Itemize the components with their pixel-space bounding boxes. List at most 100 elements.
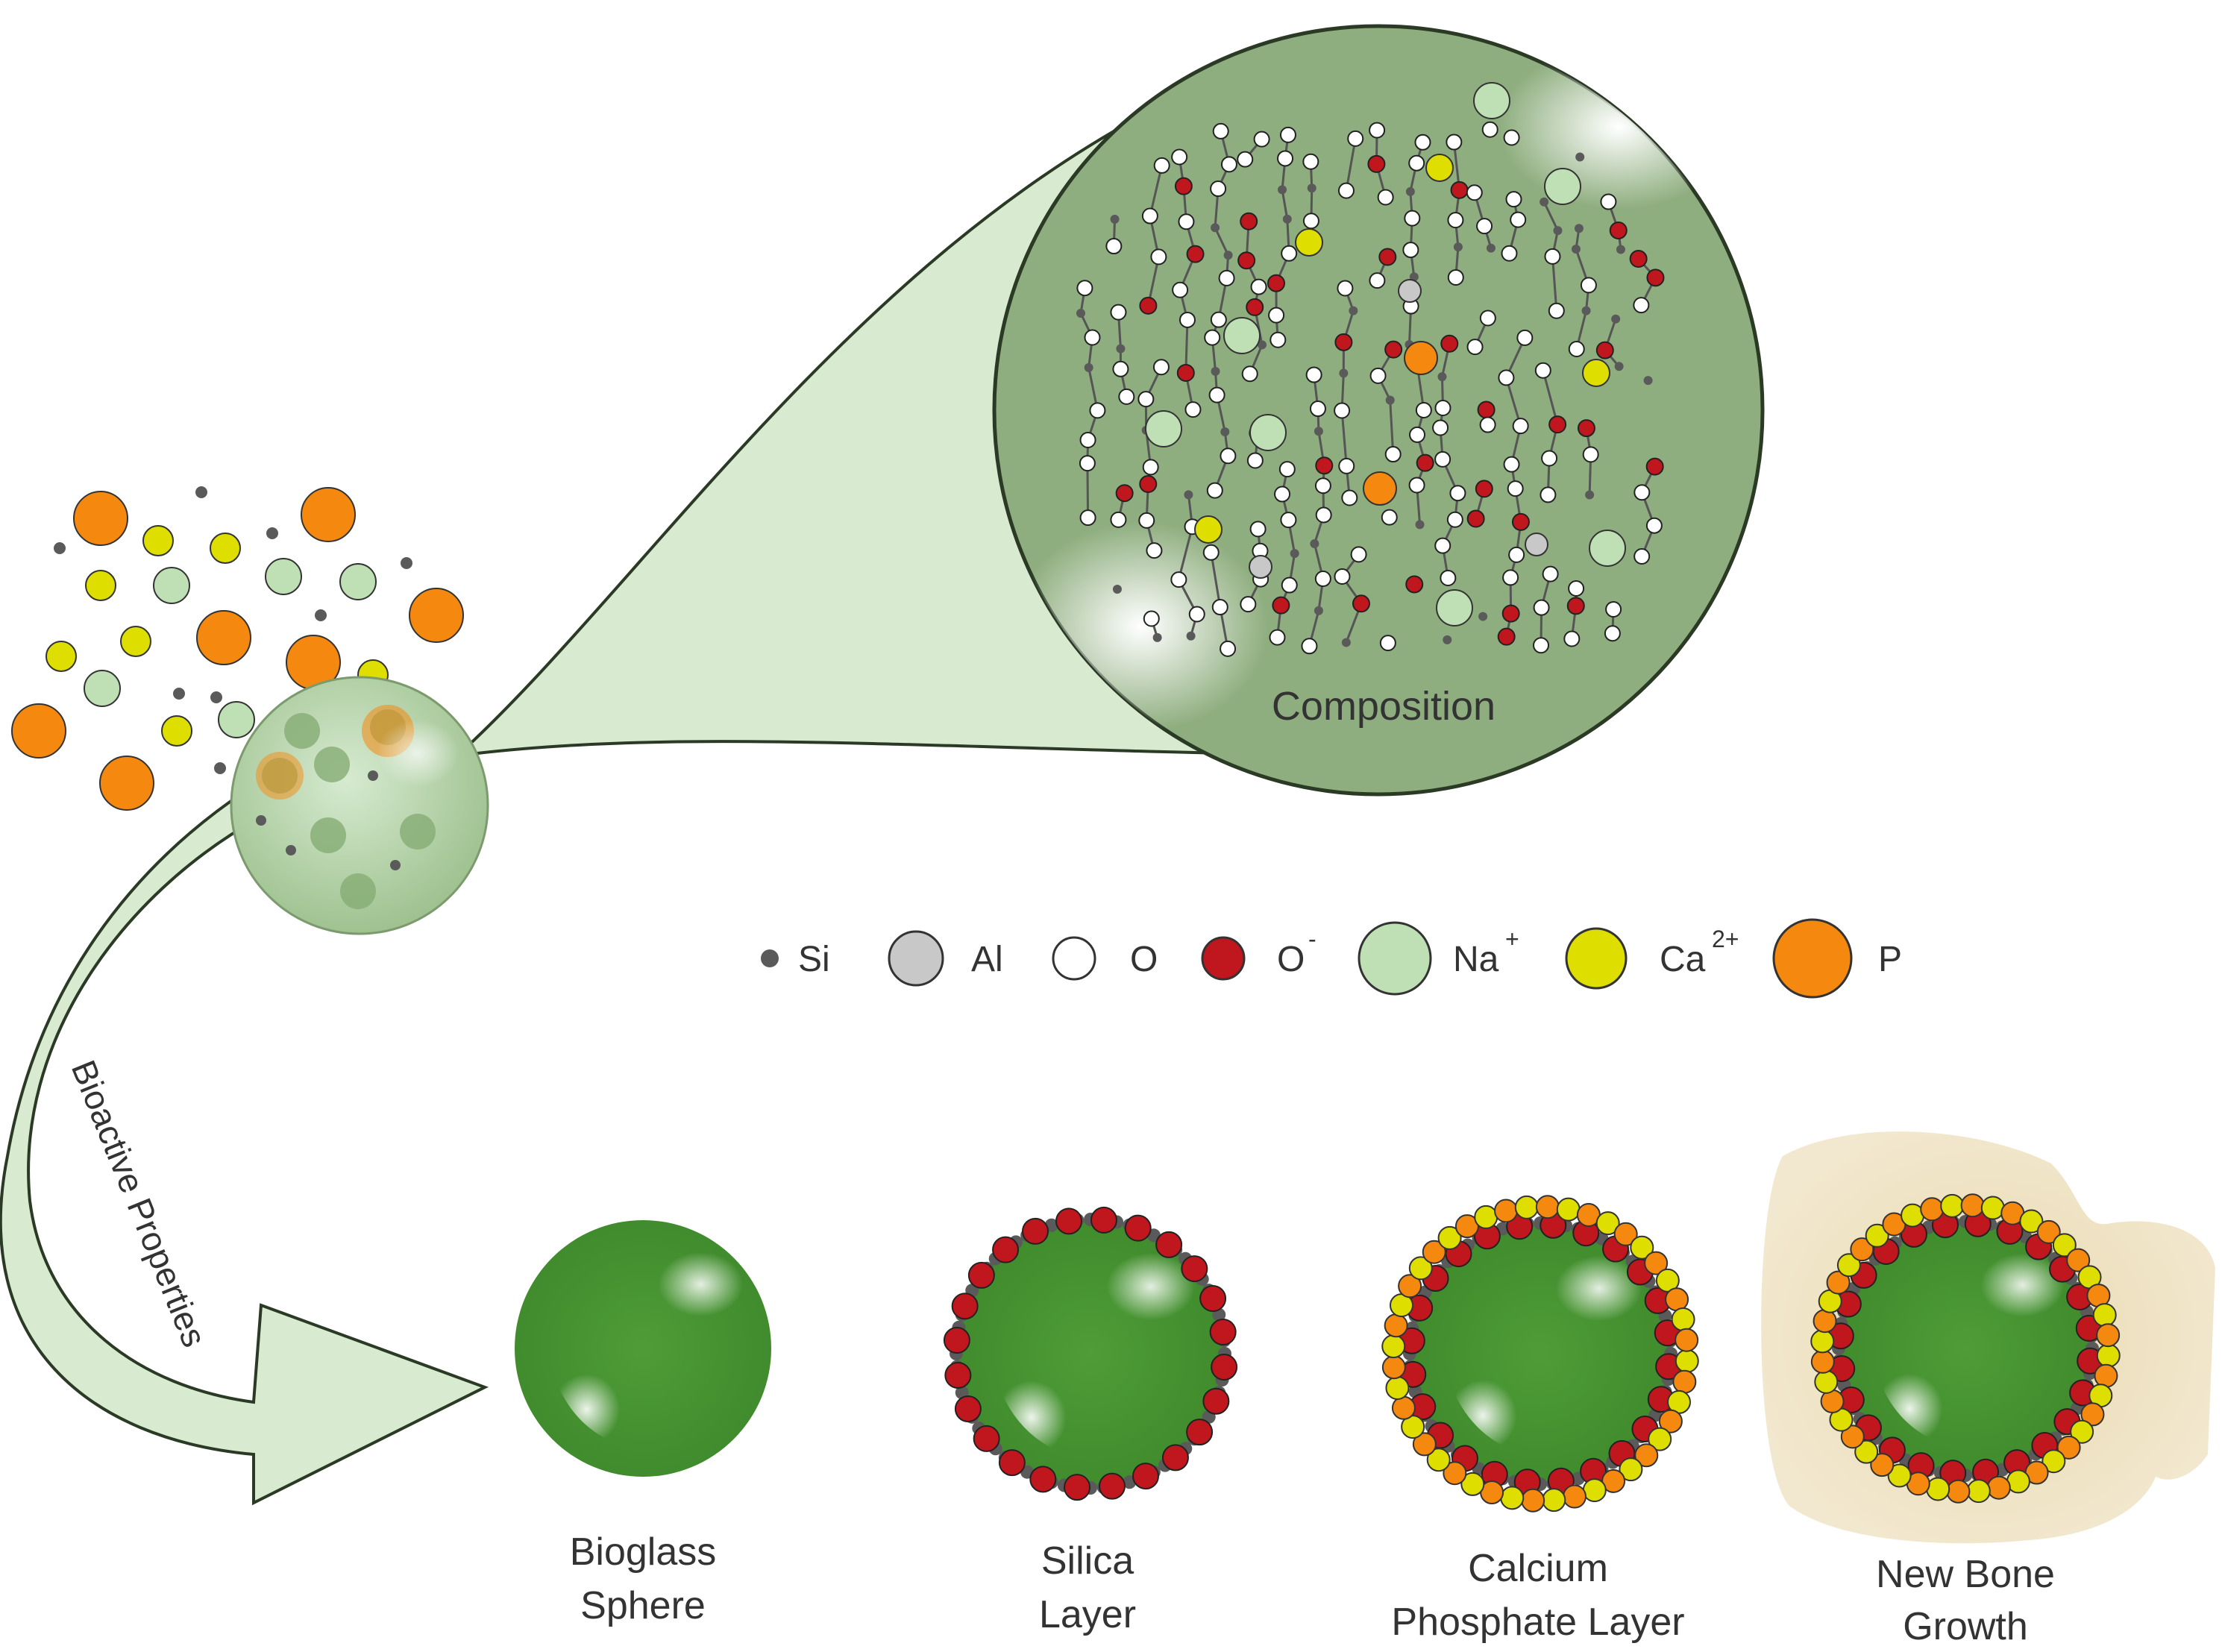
oxygen-atom [1277, 150, 1294, 167]
phosphorus-ion [2094, 1363, 2118, 1388]
oxygen-atom [1633, 548, 1651, 565]
calcium-ion [1194, 515, 1223, 544]
oxygen-atom [1408, 477, 1425, 494]
calcium-ion [1675, 1348, 1699, 1373]
calcium-ion [142, 525, 174, 556]
calcium-ion [210, 533, 241, 564]
oxygen-atom [1533, 637, 1550, 654]
oxygen-minus-atom [951, 1293, 979, 1320]
silicon-atom [1076, 308, 1085, 318]
oxygen-atom [1211, 599, 1228, 616]
phosphorus-ion [1521, 1488, 1545, 1513]
oxygen-atom [1466, 339, 1484, 356]
legend-label-o: O [1130, 940, 1158, 979]
silicon-atom [1290, 549, 1299, 559]
oxygen-minus-atom [1240, 212, 1258, 230]
silicon-atom [1415, 520, 1425, 530]
legend-item-al: Al [888, 930, 1003, 987]
calcium-ion [1514, 1195, 1539, 1219]
oxygen-atom [1498, 369, 1515, 386]
oxygen-atom [1281, 577, 1298, 594]
oxygen-atom [1512, 418, 1529, 435]
silicon-atom [210, 691, 222, 703]
calcium-ion [1408, 1256, 1433, 1281]
oxygen-atom [1605, 601, 1622, 618]
oxygen-atom [1278, 461, 1296, 478]
oxygen-atom [1604, 625, 1621, 642]
silicon-atom [1314, 606, 1323, 615]
silicon-atom [195, 486, 207, 498]
oxygen-atom [1446, 134, 1463, 151]
oxygen-atom [1600, 193, 1617, 210]
bond [1389, 400, 1395, 455]
embedded-ion [284, 713, 320, 749]
oxygen-minus-atom [1055, 1207, 1083, 1235]
oxygen-atom [1447, 268, 1464, 286]
oxygen-minus-atom [1548, 415, 1567, 434]
phosphorus-ion [1384, 1313, 1408, 1338]
oxygen-atom [1415, 401, 1432, 418]
oxygen-atom [1188, 606, 1205, 623]
oxygen-minus-atom [1174, 177, 1193, 195]
embedded-ion [400, 814, 436, 849]
oxygen-atom [1516, 329, 1534, 346]
oxygen-atom [1505, 191, 1522, 208]
svg-text:New Bone: New Bone [1876, 1553, 2055, 1596]
stage-sphere-bone [1810, 1193, 2121, 1504]
phosphorus-ion [1870, 1453, 1895, 1477]
highlight [1556, 1255, 1642, 1322]
bond [1345, 138, 1357, 191]
silicon-atom [266, 527, 278, 539]
oxygen-atom [1568, 580, 1585, 597]
legend-label-na: Na [1453, 940, 1499, 979]
calcium-ion [1425, 154, 1454, 182]
phosphorus-ion [1672, 1369, 1697, 1394]
silicon-atom [315, 609, 327, 621]
phosphorus-ion [1391, 1395, 1416, 1420]
oxygen-atom [1314, 571, 1331, 588]
legend-item-o: O [1052, 936, 1158, 981]
oxygen-atom [1507, 480, 1524, 497]
highlight [658, 1252, 744, 1316]
calcium-ion [1887, 1463, 1912, 1488]
oxygen-atom [1541, 450, 1558, 467]
oxygen-minus-atom [1646, 268, 1665, 287]
calcium-ion [1385, 1375, 1410, 1400]
oxygen-atom [1241, 365, 1258, 383]
legend-label-ca: Ca [1660, 940, 1706, 979]
calcium-ion [2096, 1343, 2121, 1368]
phosphorus-ion [1840, 1425, 1865, 1449]
embedded-ion [340, 873, 376, 909]
small-dark-dot-icon [761, 949, 779, 967]
oxygen-atom [1172, 281, 1189, 298]
oxygen-atom [1350, 546, 1367, 563]
oxygen-minus-atom [1367, 154, 1386, 173]
oxygen-atom [1434, 450, 1451, 468]
ion-cloud [11, 486, 464, 811]
oxygen-atom [1582, 446, 1599, 463]
oxygen-atom [1105, 238, 1123, 255]
oxygen-atom [1220, 156, 1237, 173]
oxygen-minus-atom [1645, 457, 1664, 476]
bond [1504, 377, 1522, 427]
silicon-atom [1278, 185, 1287, 195]
bond [1542, 201, 1559, 231]
oxygen-minus-atom [1511, 512, 1530, 531]
bond [1551, 256, 1558, 311]
oxygen-atom [1402, 242, 1419, 259]
calcium-ion [1814, 1369, 1839, 1394]
calcium-ion [1582, 1478, 1607, 1503]
oxygen-atom [1138, 512, 1155, 529]
oxygen-atom [1568, 341, 1585, 358]
silicon-atom [1575, 152, 1585, 162]
phosphorus-ion [409, 588, 464, 643]
oxygen-minus-atom [943, 1327, 970, 1354]
phosphorus-ion [1665, 1287, 1689, 1312]
phosphorus-ion [1634, 1443, 1659, 1468]
phosphorus-ion [1810, 1349, 1835, 1374]
oxygen-atom [1250, 278, 1267, 295]
highlight [1877, 1374, 1943, 1444]
oxygen-atom [1079, 432, 1096, 449]
oxygen-minus-atom [1139, 475, 1158, 494]
oxygen-atom [1548, 302, 1565, 319]
